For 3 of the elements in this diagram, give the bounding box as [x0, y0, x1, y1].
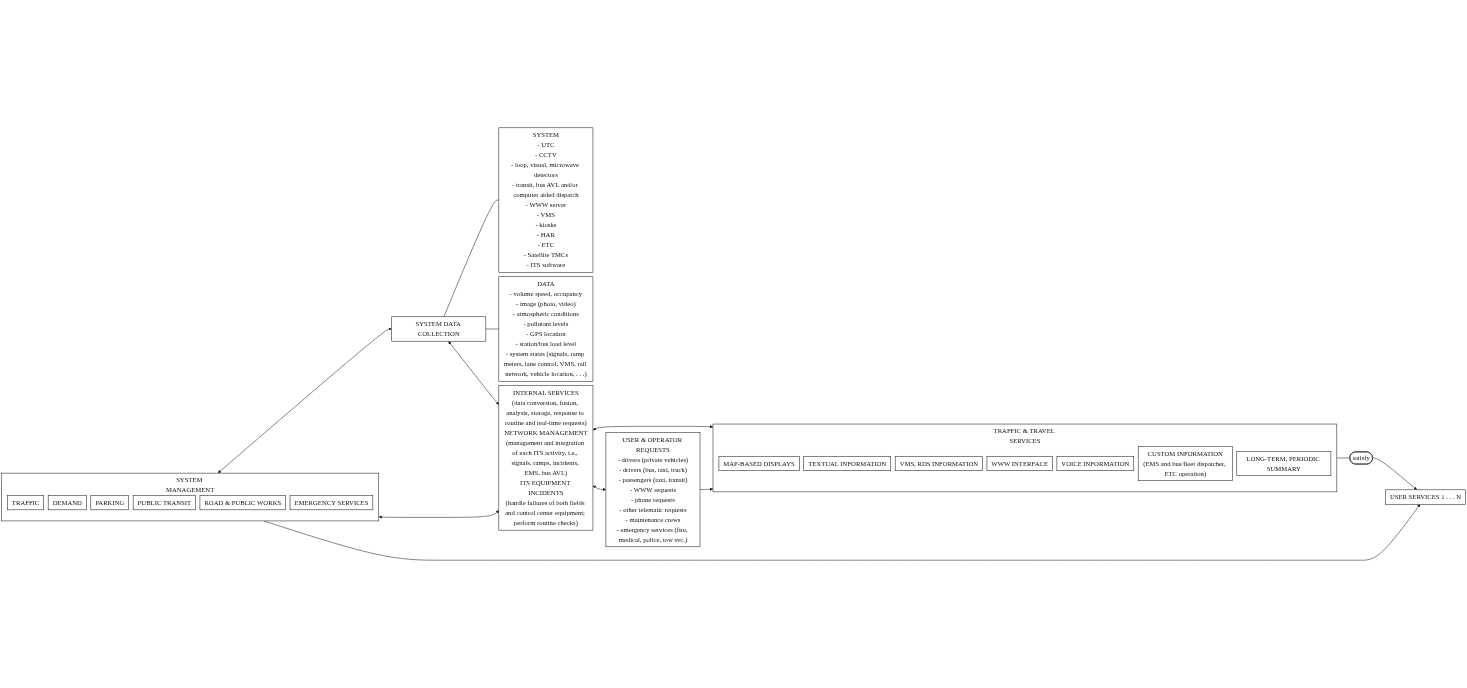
connector: [443, 199, 500, 318]
arrow: [592, 485, 607, 492]
connector: [1336, 457, 1351, 459]
